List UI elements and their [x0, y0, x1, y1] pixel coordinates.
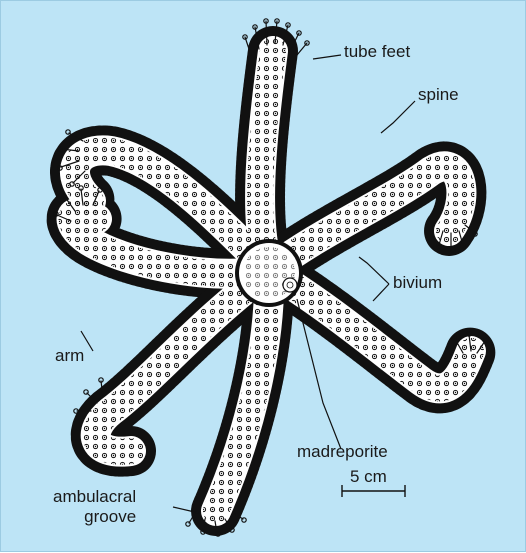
central-disc [235, 239, 303, 307]
label-ambulacral-groove: ambulacral groove [53, 487, 136, 526]
label-arm: arm [55, 346, 84, 366]
madreporite-plate [283, 278, 297, 292]
label-madreporite: madreporite [297, 442, 388, 462]
label-tube-feet: tube feet [344, 42, 410, 62]
label-ambulacral-line2: groove [53, 507, 136, 527]
label-ambulacral-line1: ambulacral [53, 487, 136, 507]
label-spine: spine [418, 85, 459, 105]
label-scale: 5 cm [350, 467, 387, 487]
scale-bar [342, 485, 405, 497]
label-bivium: bivium [393, 273, 442, 293]
